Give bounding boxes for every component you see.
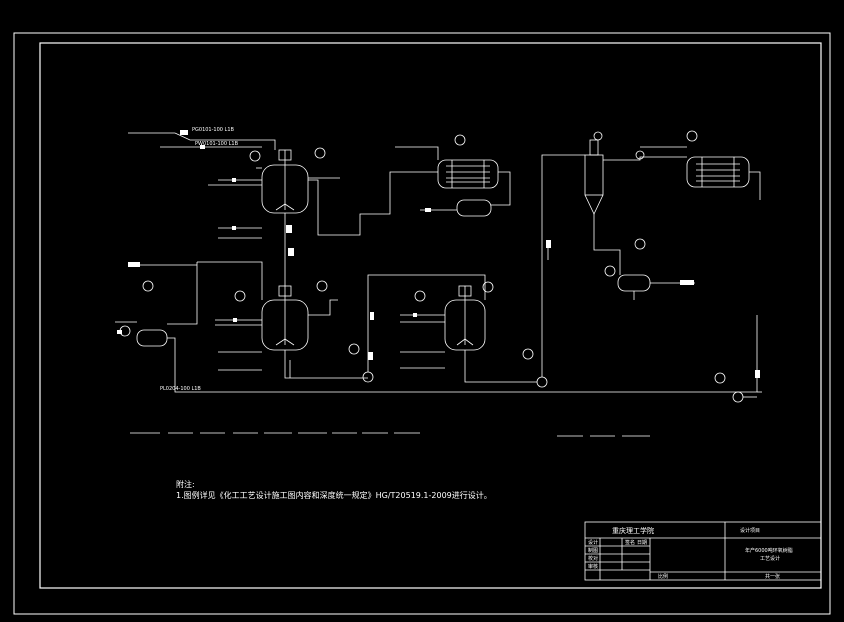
heat-exchanger-e1 [437, 159, 499, 189]
pipe-label-3: PL0204-100 L1B [160, 386, 201, 392]
title-col-date: 日期 [637, 540, 647, 546]
title-sheet: 共一张 [765, 573, 780, 580]
receiver-tank-v1 [456, 199, 492, 217]
pipe-label-2: PW0101-100 L1B [195, 141, 239, 147]
title-drawing-2: 工艺设计 [760, 555, 780, 562]
title-row-design: 设计 [588, 539, 598, 546]
title-block [584, 521, 822, 581]
notes-heading: 附注: [176, 479, 195, 489]
title-drawing-1: 年产6000吨环氧树脂 [745, 547, 793, 554]
pipe-label-1: PG0101-100 L1B [192, 127, 235, 133]
title-col-sign: 签名 [625, 539, 635, 546]
legend-symbols [130, 432, 650, 437]
inner-border [39, 42, 822, 589]
title-school: 重庆理工学院 [612, 526, 654, 535]
title-row-check: 校对 [588, 555, 598, 562]
notes-line-1: 1.图例详见《化工工艺设计施工图内容和深度统一规定》HG/T20519.1-20… [176, 490, 492, 500]
title-project-label: 设计项目 [740, 527, 760, 534]
title-row-review: 审核 [588, 563, 598, 570]
title-row-draw: 制图 [588, 547, 598, 554]
title-scale-label: 比例 [658, 573, 668, 580]
outer-border [13, 32, 831, 615]
